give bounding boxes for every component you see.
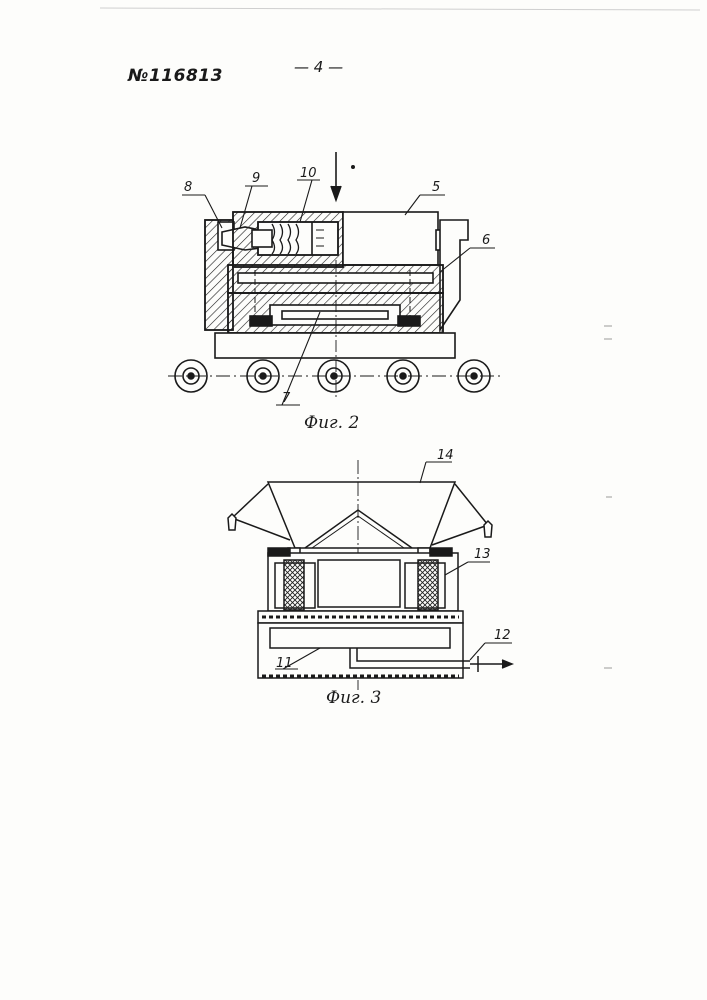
- cylinder-body: [343, 212, 438, 265]
- scan-edge-line: [100, 8, 700, 10]
- label-12: 12: [494, 628, 511, 643]
- figure-3: 14 13 12 11: [228, 448, 512, 690]
- label-11: 11: [276, 656, 293, 671]
- label-6: 6: [482, 233, 490, 248]
- label-13: 13: [474, 547, 491, 562]
- hopper: [268, 482, 455, 548]
- mold-table: [228, 265, 443, 293]
- base-platform: [215, 333, 455, 358]
- label-10: 10: [300, 166, 317, 181]
- figure-2-caption: Фиг. 2: [304, 413, 359, 433]
- label-14: 14: [437, 448, 454, 463]
- label-8: 8: [184, 180, 192, 195]
- feed-arrow: [331, 152, 341, 200]
- figure-2: 8 9 10 5 6 7: [168, 152, 500, 406]
- right-frame: [440, 220, 468, 330]
- label-5: 5: [432, 180, 440, 195]
- label-7: 7: [282, 391, 291, 406]
- figure-3-caption: Фиг. 3: [326, 688, 381, 708]
- spring-housing: [233, 212, 343, 267]
- scan-marks: [604, 326, 612, 668]
- label-9: 9: [252, 171, 260, 186]
- mold-box: [268, 548, 458, 611]
